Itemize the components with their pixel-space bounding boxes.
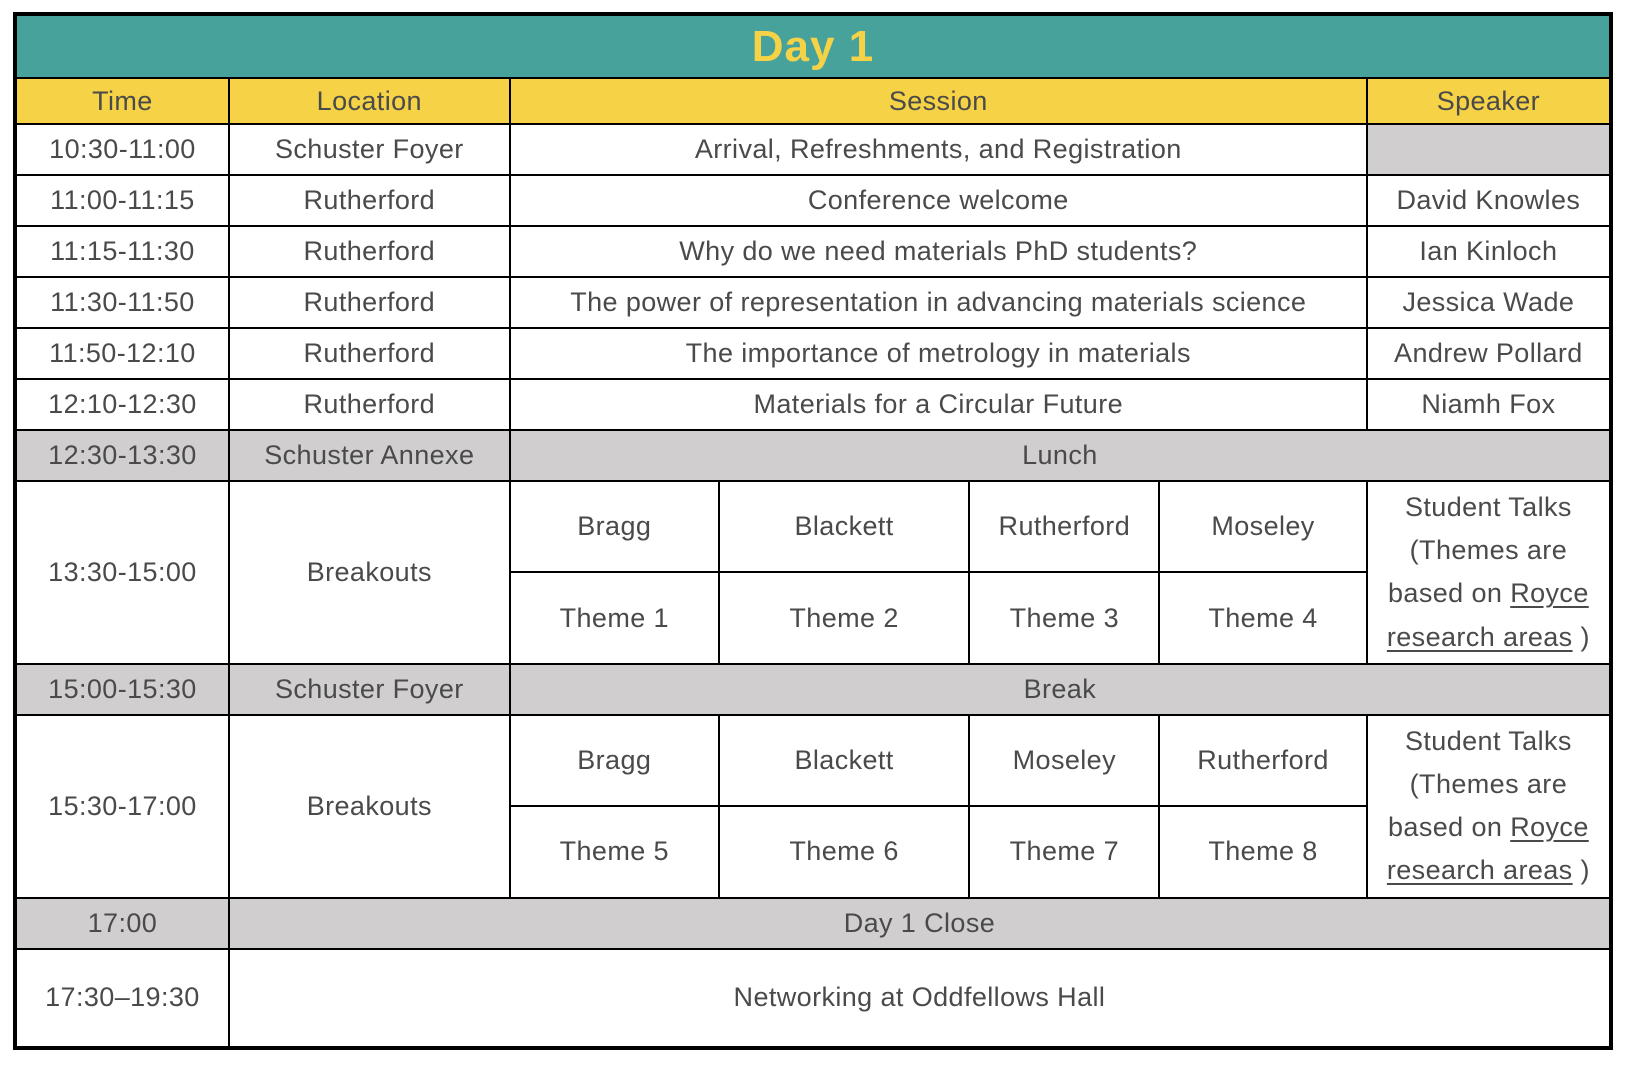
breakout-room-cell: Blackett <box>717 479 971 574</box>
column-header-location: Location <box>227 77 511 125</box>
speaker-cell: Niamh Fox <box>1365 378 1613 431</box>
breakout-room-cell: Rutherford <box>968 479 1161 574</box>
time-cell: 15:30-17:00 <box>14 713 230 899</box>
time-cell: 11:00-11:15 <box>14 174 230 227</box>
header-row: Time Location Session Speaker <box>14 77 1613 125</box>
location-cell: Rutherford <box>227 225 511 278</box>
student-talks-line: (Themes are <box>1409 535 1568 566</box>
table-row-networking: 17:30–19:30 Networking at Oddfellows Hal… <box>14 947 1613 1049</box>
table-row-close: 17:00 Day 1 Close <box>14 896 1613 950</box>
title-row: Day 1 <box>14 13 1612 79</box>
student-talks-line: Student Talks <box>1404 725 1572 756</box>
breakout-theme-cell: Theme 5 <box>508 805 720 899</box>
royce-research-areas-link[interactable]: Royce <box>1510 812 1589 843</box>
royce-research-areas-link[interactable]: research areas <box>1386 621 1573 652</box>
breakout-theme-cell: Theme 7 <box>968 805 1161 899</box>
breakout-room-cell: Bragg <box>508 713 720 808</box>
session-cell: Break <box>508 662 1613 716</box>
location-cell: Schuster Annexe <box>227 429 511 482</box>
breakout-room-cell: Moseley <box>968 713 1161 808</box>
table-row-breakout2-rooms: 15:30-17:00 Breakouts Bragg Blackett Mos… <box>14 713 1613 899</box>
speaker-cell: Jessica Wade <box>1365 276 1613 329</box>
breakout-room-cell: Moseley <box>1158 479 1368 574</box>
location-cell: Rutherford <box>227 276 511 329</box>
speaker-cell-empty <box>1365 123 1613 176</box>
table-row-metrology: 11:50-12:10 Rutherford The importance of… <box>14 327 1613 380</box>
table-row-lunch: 12:30-13:30 Schuster Annexe Lunch <box>14 429 1613 482</box>
location-cell: Schuster Foyer <box>227 662 511 716</box>
session-cell: The importance of metrology in materials <box>508 327 1368 380</box>
location-cell: Schuster Foyer <box>227 123 511 176</box>
time-cell: 11:50-12:10 <box>14 327 230 380</box>
time-cell: 17:00 <box>14 896 230 950</box>
breakout-theme-cell: Theme 8 <box>1158 805 1368 899</box>
time-cell: 12:30-13:30 <box>14 429 230 482</box>
time-cell: 12:10-12:30 <box>14 378 230 431</box>
breakout-theme-cell: Theme 6 <box>717 805 971 899</box>
time-cell: 13:30-15:00 <box>14 480 230 665</box>
day1-schedule-table: Day 1 Time Location Session Speaker 10:3… <box>13 12 1613 1050</box>
speaker-cell-student-talks: Student Talks (Themes are based on Royce… <box>1365 480 1613 665</box>
column-header-time: Time <box>14 77 230 125</box>
table-row-arrival: 10:30-11:00 Schuster Foyer Arrival, Refr… <box>14 123 1613 176</box>
time-cell: 11:30-11:50 <box>14 276 230 329</box>
time-cell: 17:30–19:30 <box>14 947 230 1049</box>
session-cell: Conference welcome <box>508 174 1368 227</box>
table-row-why-phd: 11:15-11:30 Rutherford Why do we need ma… <box>14 225 1613 278</box>
breakout-room-cell: Blackett <box>717 713 971 808</box>
column-header-speaker: Speaker <box>1365 77 1613 125</box>
table-row-welcome: 11:00-11:15 Rutherford Conference welcom… <box>14 174 1613 227</box>
location-cell: Rutherford <box>227 327 511 380</box>
column-header-session: Session <box>508 77 1368 125</box>
breakout-theme-cell: Theme 1 <box>508 571 720 665</box>
location-cell: Breakouts <box>227 713 511 899</box>
breakout-theme-cell: Theme 3 <box>968 571 1161 665</box>
time-cell: 15:00-15:30 <box>14 662 230 716</box>
student-talks-text: ) <box>1572 621 1590 652</box>
breakout-room-cell: Bragg <box>508 479 720 574</box>
royce-research-areas-link[interactable]: Royce <box>1510 578 1589 609</box>
session-cell: Networking at Oddfellows Hall <box>227 947 1613 1049</box>
table-row-breakout1-rooms: 13:30-15:00 Breakouts Bragg Blackett Rut… <box>14 479 1613 665</box>
table-row-breakout2-themes: Theme 5 Theme 6 Theme 7 Theme 8 <box>15 805 1611 899</box>
breakout-theme-cell: Theme 2 <box>717 571 971 665</box>
time-cell: 11:15-11:30 <box>14 225 230 278</box>
session-cell: Arrival, Refreshments, and Registration <box>508 123 1368 176</box>
breakout-theme-cell: Theme 4 <box>1158 571 1368 665</box>
royce-research-areas-link[interactable]: research areas <box>1386 855 1573 886</box>
student-talks-line: research areas ) <box>1378 849 1599 892</box>
session-cell: Day 1 Close <box>227 896 1613 950</box>
breakout-room-cell: Rutherford <box>1158 713 1368 808</box>
speaker-cell: Andrew Pollard <box>1365 327 1613 380</box>
session-cell: The power of representation in advancing… <box>508 276 1368 329</box>
student-talks-line: based on Royce <box>1378 572 1599 615</box>
session-cell: Why do we need materials PhD students? <box>508 225 1368 278</box>
time-cell: 10:30-11:00 <box>14 123 230 176</box>
table-row-representation: 11:30-11:50 Rutherford The power of repr… <box>14 276 1613 329</box>
student-talks-text: based on <box>1388 812 1511 843</box>
table-row-breakout1-themes: Theme 1 Theme 2 Theme 3 Theme 4 <box>15 571 1611 665</box>
speaker-cell: Ian Kinloch <box>1365 225 1613 278</box>
page-title: Day 1 <box>14 13 1612 79</box>
student-talks-line: Student Talks <box>1404 492 1572 522</box>
student-talks-text: based on <box>1388 578 1511 609</box>
location-cell: Rutherford <box>227 174 511 227</box>
student-talks-line: research areas ) <box>1378 616 1599 659</box>
session-cell: Materials for a Circular Future <box>508 378 1368 431</box>
speaker-cell-student-talks: Student Talks (Themes are based on Royce… <box>1365 713 1613 899</box>
student-talks-text: ) <box>1572 855 1590 886</box>
table-row-circular: 12:10-12:30 Rutherford Materials for a C… <box>14 378 1613 431</box>
student-talks-line: based on Royce <box>1378 806 1599 849</box>
location-cell: Rutherford <box>227 378 511 431</box>
speaker-cell: David Knowles <box>1365 174 1613 227</box>
student-talks-line: (Themes are <box>1409 768 1568 799</box>
location-cell: Breakouts <box>227 480 511 665</box>
session-cell: Lunch <box>508 429 1613 482</box>
table-row-break: 15:00-15:30 Schuster Foyer Break <box>14 662 1613 716</box>
